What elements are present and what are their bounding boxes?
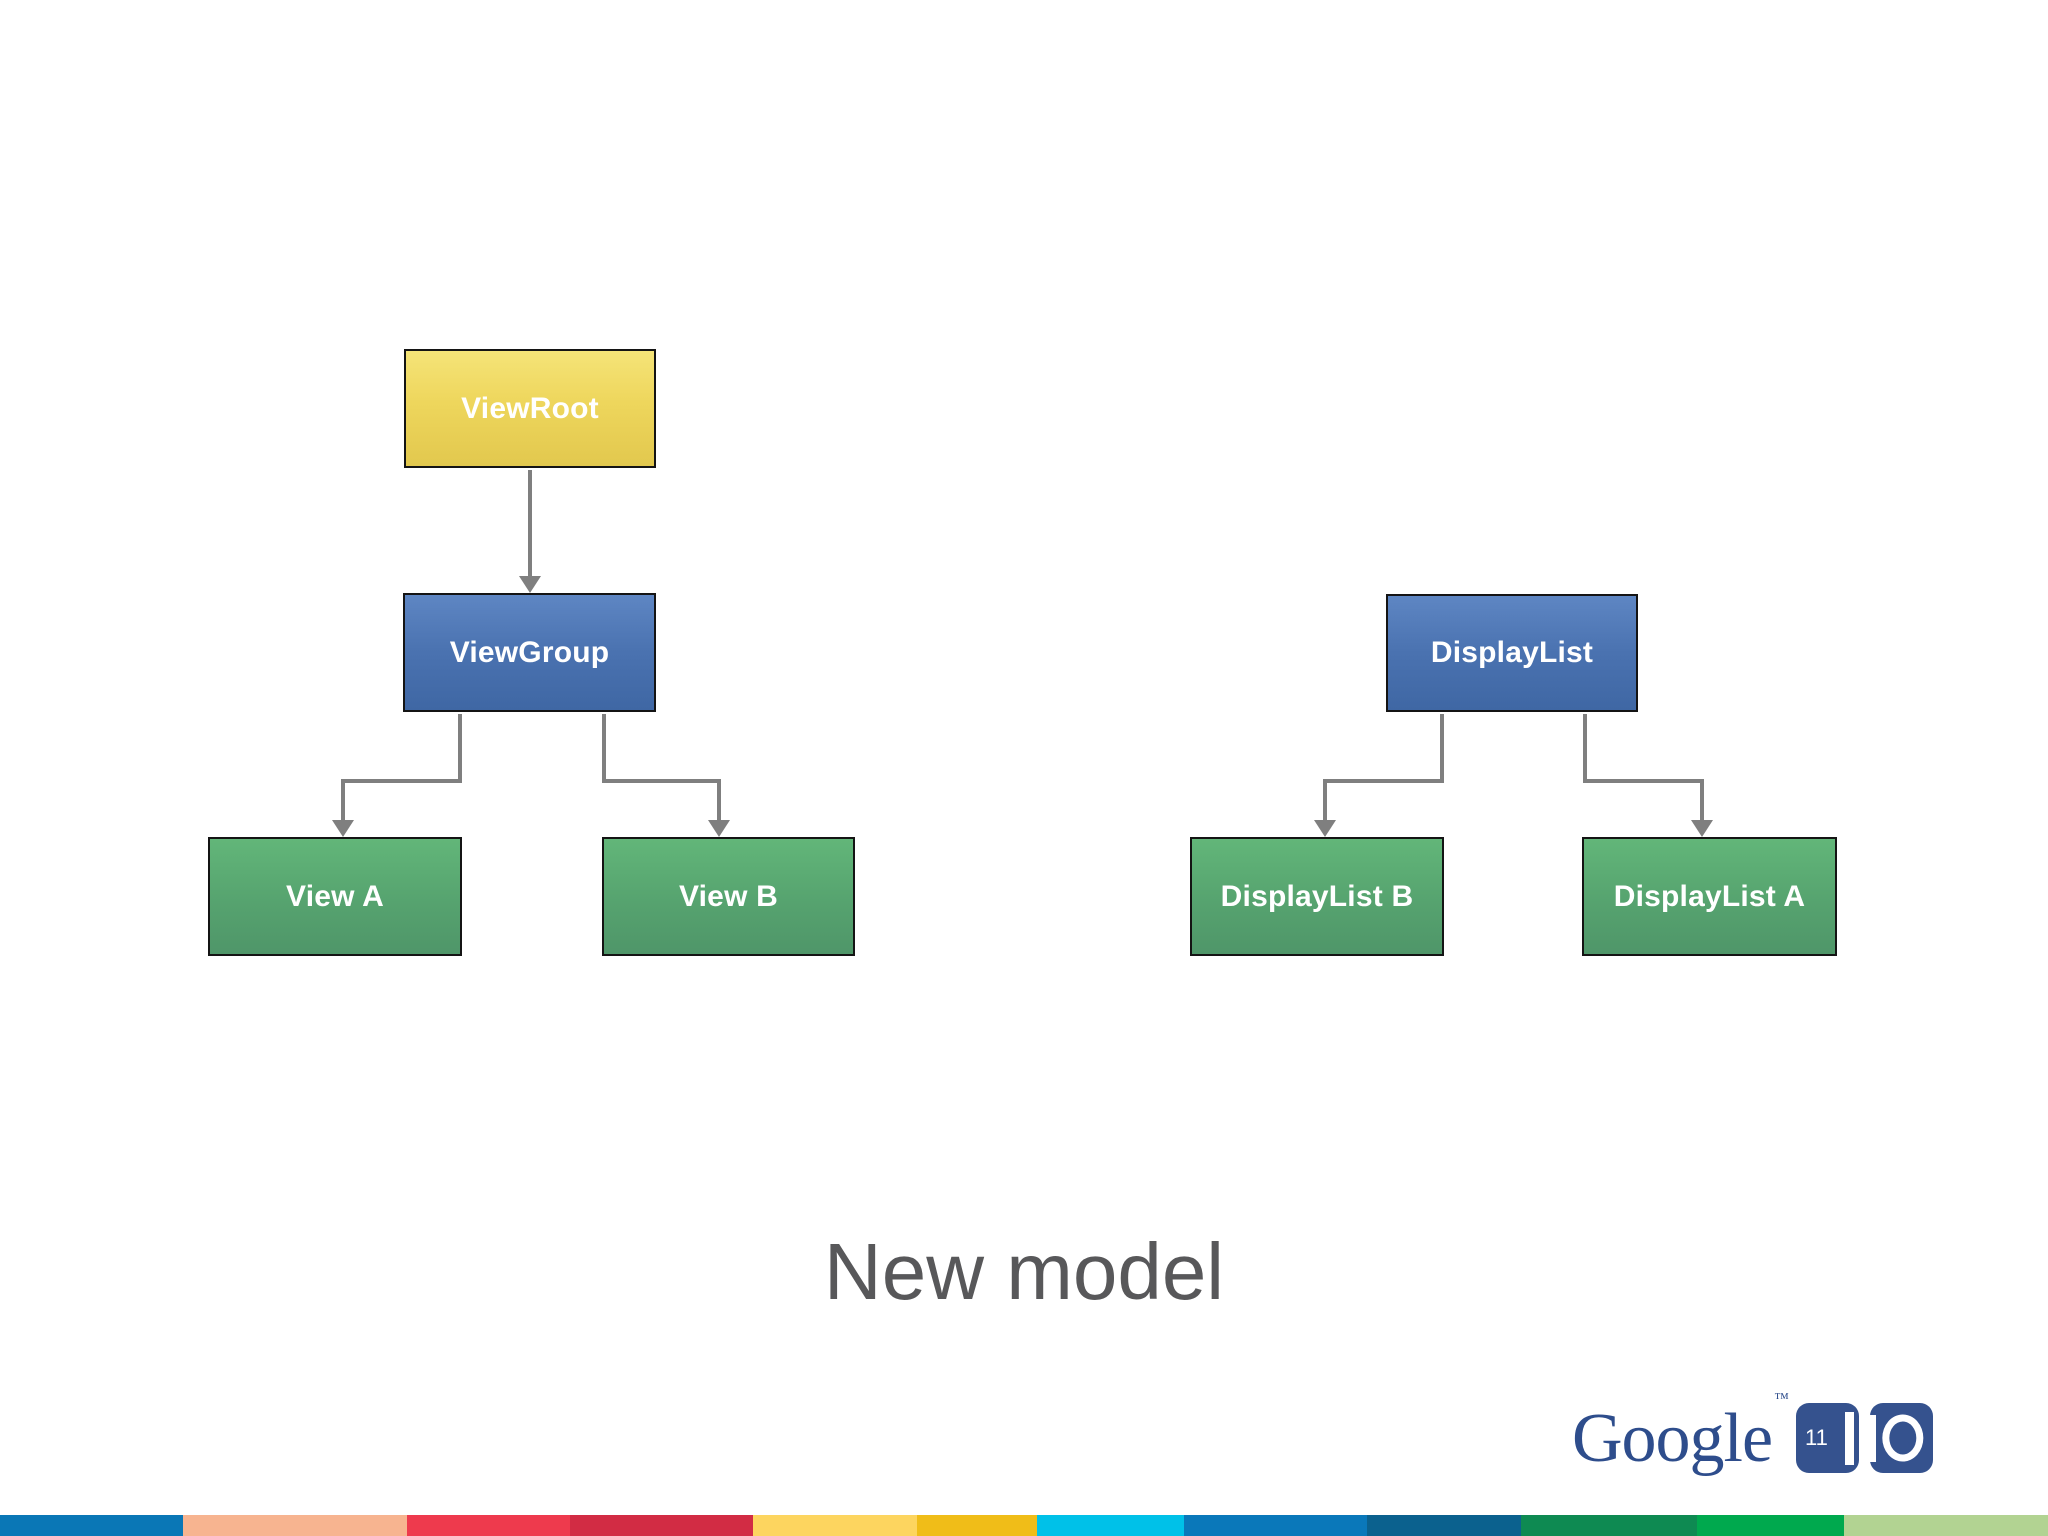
diagram-node-displaylist: DisplayList [1386, 594, 1638, 712]
node-label: DisplayList A [1613, 879, 1806, 913]
node-label: ViewGroup [449, 635, 610, 669]
stripe-segment [1037, 1515, 1184, 1536]
io-badge-year: 11 [1796, 1403, 1859, 1473]
node-label: ViewRoot [461, 391, 599, 425]
diagram-node-view-a: View A [208, 837, 462, 956]
stripe-segment [917, 1515, 1037, 1536]
io-i-icon [1845, 1412, 1854, 1465]
edge-viewroot-viewgroup [519, 470, 541, 593]
stripe-segment [407, 1515, 570, 1536]
node-label: DisplayList [1430, 636, 1594, 669]
google-wordmark: Google [1572, 1400, 1773, 1477]
edge-viewgroup-viewa [332, 714, 462, 837]
diagram-node-view-b: View B [602, 837, 855, 956]
diagram-node-displaylist-a: DisplayList A [1582, 837, 1837, 956]
stripe-segment [183, 1515, 407, 1536]
stripe-segment [0, 1515, 183, 1536]
node-label: DisplayList B [1220, 879, 1414, 913]
slide-title: New model [823, 1227, 1225, 1316]
stripe-segment [753, 1515, 917, 1536]
footer-color-stripe [0, 1515, 2048, 1536]
edge-displaylist-displaylista [1583, 714, 1713, 837]
edge-displaylist-displaylistb [1314, 714, 1444, 837]
node-label: View B [678, 879, 779, 913]
google-logo: Google™ [1572, 1392, 1789, 1474]
io-bracket-notch [1866, 1415, 1876, 1462]
stripe-segment [1697, 1515, 1844, 1536]
io-badge-o [1866, 1403, 1933, 1473]
diagram-node-viewgroup: ViewGroup [403, 593, 656, 712]
io-o-icon [1881, 1414, 1923, 1462]
diagram-node-viewroot: ViewRoot [404, 349, 656, 468]
stripe-segment [1367, 1515, 1521, 1536]
edge-viewgroup-viewb [602, 714, 730, 837]
stripe-segment [570, 1515, 753, 1536]
node-label: View A [286, 879, 384, 913]
io-year-label: 11 [1805, 1425, 1828, 1450]
diagram-node-displaylist-b: DisplayList B [1190, 837, 1444, 956]
stripe-segment [1184, 1515, 1367, 1536]
trademark-symbol: ™ [1774, 1391, 1789, 1407]
stripe-segment [1521, 1515, 1697, 1536]
stripe-segment [1844, 1515, 2048, 1536]
